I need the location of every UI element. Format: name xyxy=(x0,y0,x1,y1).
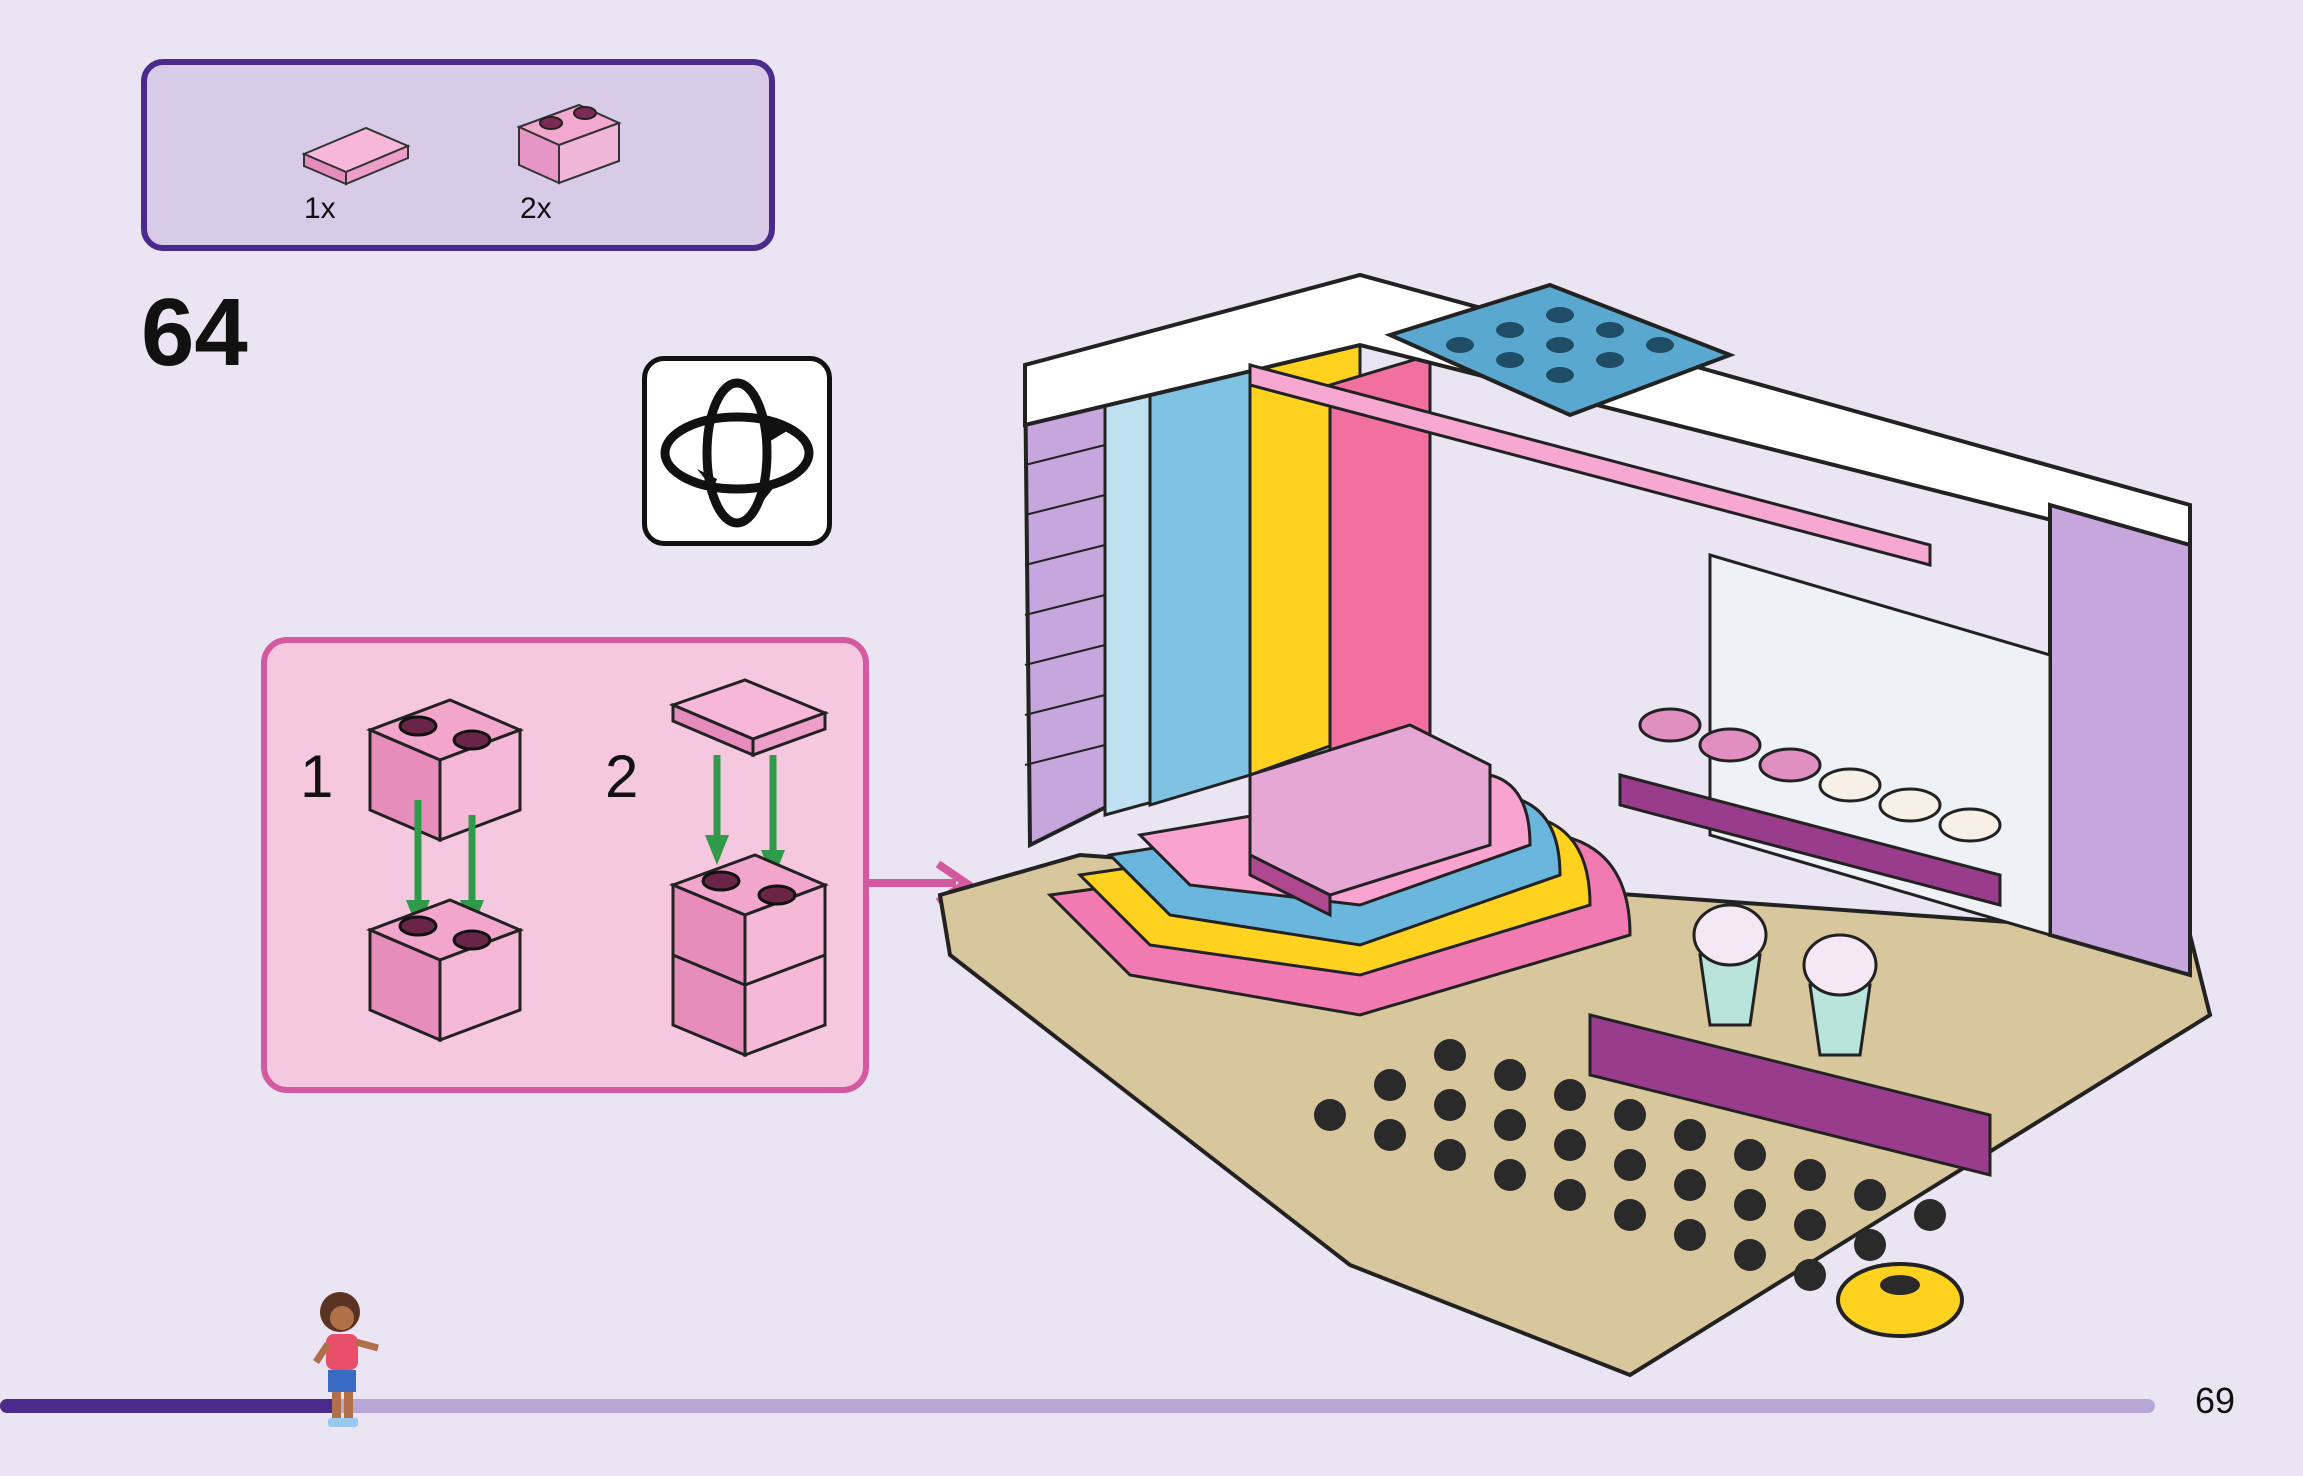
page-number: 69 xyxy=(2195,1380,2236,1421)
parts-list-callout xyxy=(141,59,775,251)
minidoll-progress-marker xyxy=(313,1292,379,1427)
step-number: 64 xyxy=(141,279,248,386)
trans-pink-brick-part xyxy=(516,103,622,185)
progress-fill xyxy=(0,1399,336,1413)
substep-2-illustration xyxy=(668,678,830,1058)
substep-label-1: 1 xyxy=(300,743,334,810)
pink-tile-part xyxy=(301,126,411,186)
rotate-icon xyxy=(660,378,814,528)
model-illustration xyxy=(937,272,2213,1378)
progress-track xyxy=(0,1399,2155,1413)
substep-1-illustration xyxy=(365,698,525,1043)
part-qty-2: 2x xyxy=(520,192,552,225)
part-qty-1: 1x xyxy=(304,192,336,225)
rotate-model-callout xyxy=(642,356,832,546)
substep-label-2: 2 xyxy=(605,743,639,810)
